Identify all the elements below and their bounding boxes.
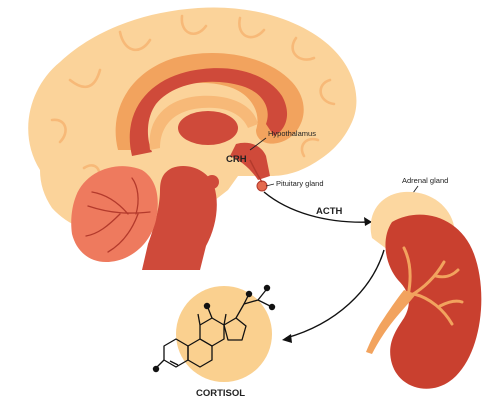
cortisol-arrow bbox=[286, 250, 384, 338]
brain bbox=[28, 7, 356, 270]
pituitary-gland bbox=[257, 181, 267, 191]
label-cortisol: CORTISOL bbox=[196, 388, 245, 399]
label-crh: CRH bbox=[226, 154, 247, 165]
label-acth: ACTH bbox=[316, 206, 343, 217]
label-pituitary: Pituitary gland bbox=[276, 179, 324, 188]
cortisol-molecule bbox=[153, 285, 275, 382]
cortisol-arrowhead bbox=[282, 334, 292, 343]
label-hypothalamus: Hypothalamus bbox=[268, 129, 316, 138]
kidney-adrenal bbox=[366, 192, 481, 389]
label-adrenal: Adrenal gland bbox=[402, 176, 448, 185]
thalamus bbox=[178, 111, 238, 145]
